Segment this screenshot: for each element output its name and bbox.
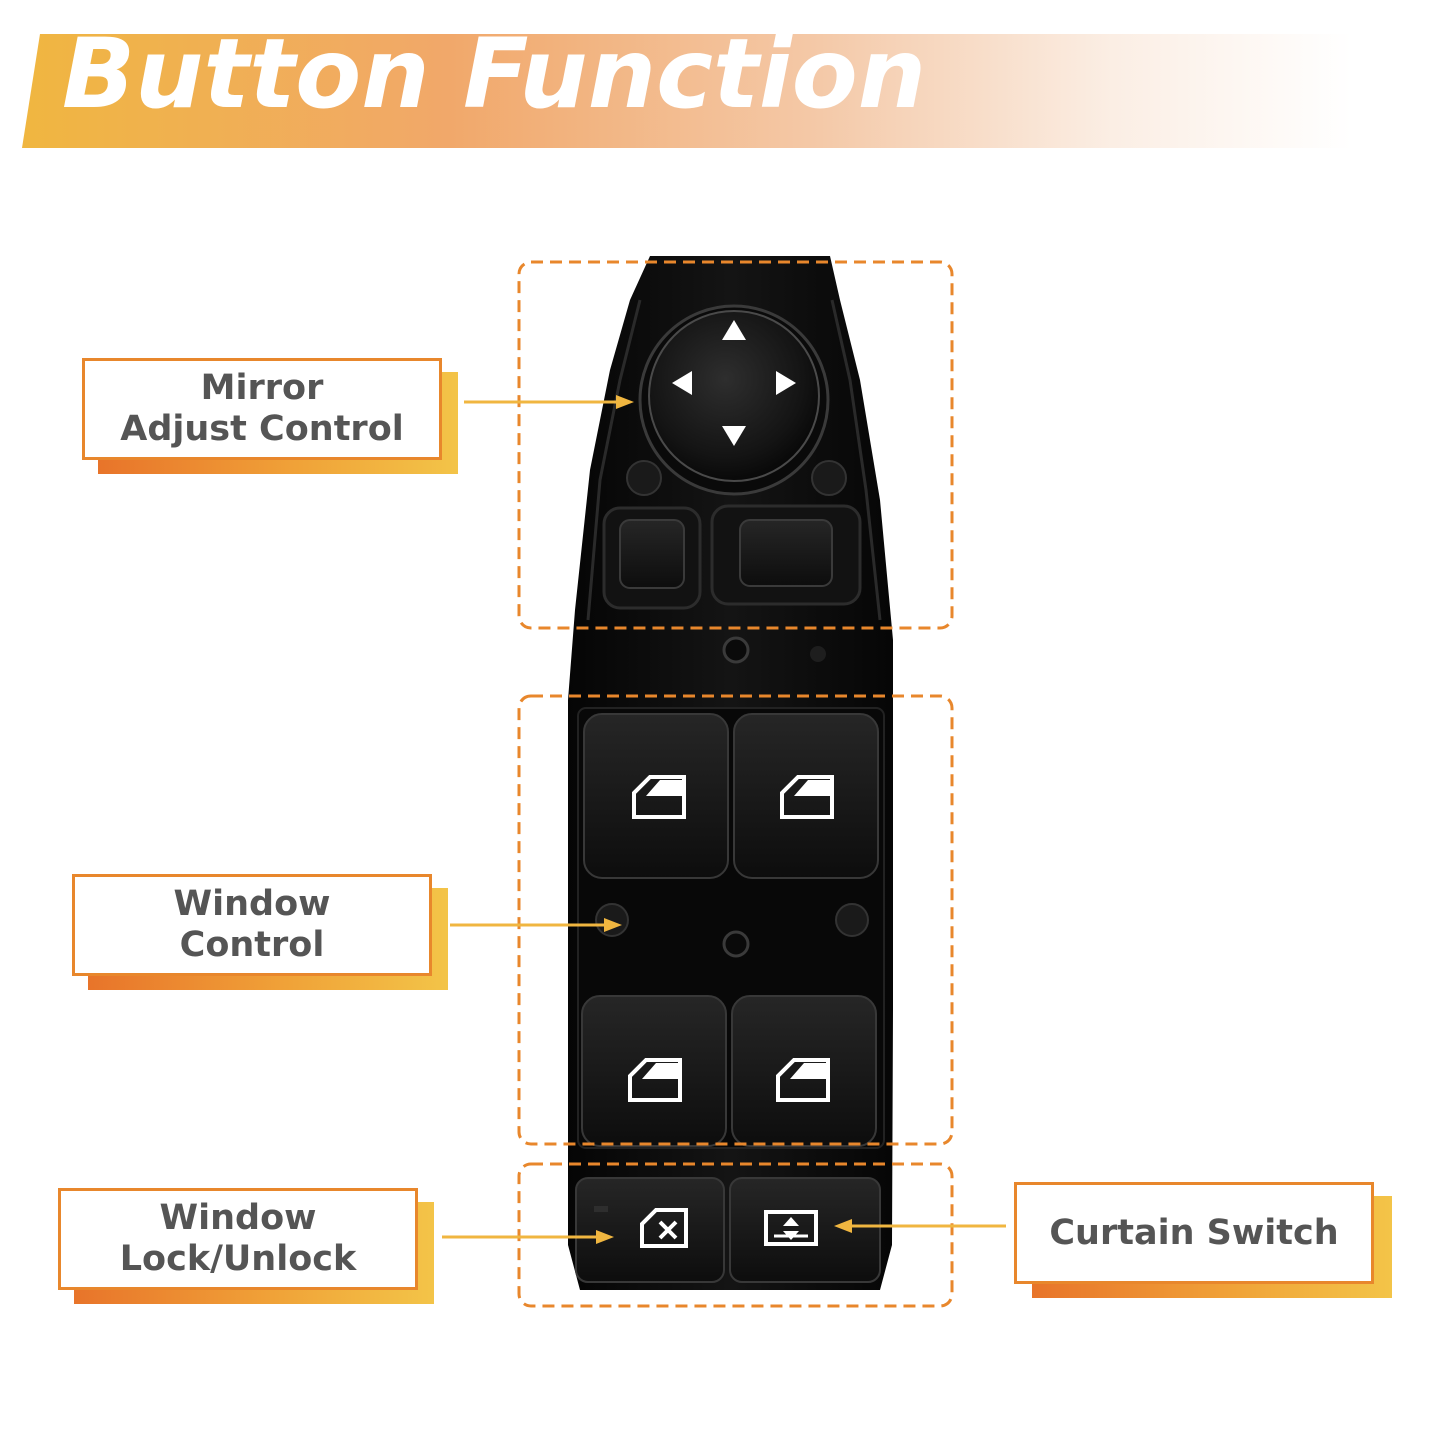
- label-text: Curtain Switch: [1049, 1212, 1339, 1253]
- label-box: Curtain Switch: [1014, 1182, 1374, 1284]
- arrow-down-icon: [722, 426, 746, 446]
- curtain-leader-arrow: [834, 1219, 1006, 1233]
- label-curtain-switch: Curtain Switch: [1014, 1182, 1392, 1298]
- label-window-control: Window Control: [72, 874, 448, 990]
- mirror-select-left-button: [619, 519, 685, 589]
- mirror-select-right-button: [739, 519, 833, 587]
- label-mirror-adjust-control: Mirror Adjust Control: [82, 358, 458, 474]
- window-lock-button: [575, 1177, 725, 1283]
- lock-callout-outline: [517, 1162, 954, 1308]
- label-box: Window Lock/Unlock: [58, 1188, 418, 1290]
- label-window-lock-unlock: Window Lock/Unlock: [58, 1188, 434, 1304]
- window-leader-arrow: [450, 918, 622, 932]
- mirror-leader-arrow: [464, 395, 634, 409]
- body-edge-right: [830, 299, 882, 621]
- label-text: Mirror Adjust Control: [120, 368, 404, 449]
- indicator-dot-right: [811, 460, 847, 496]
- arrow-right-icon: [776, 371, 796, 395]
- page-title: Button Function: [62, 18, 927, 130]
- mirror-callout-outline: [517, 260, 954, 630]
- lock-leader-arrow: [442, 1230, 614, 1244]
- label-text: Window Lock/Unlock: [119, 1198, 357, 1279]
- window-icon: [628, 1058, 682, 1102]
- mirror-knob: [648, 310, 820, 482]
- indicator-dot-mid-left: [595, 903, 629, 937]
- window-switch-rear-left: [581, 995, 727, 1147]
- label-box: Window Control: [72, 874, 432, 976]
- window-switch-front-right: [733, 713, 879, 879]
- window-callout-outline: [517, 694, 954, 1146]
- window-icon: [776, 1058, 830, 1102]
- screw-mid: [722, 930, 750, 958]
- window-icon: [632, 775, 686, 819]
- indicator-dot-left: [626, 460, 662, 496]
- body-edge-left: [586, 299, 642, 621]
- lock-led: [594, 1206, 608, 1212]
- indicator-dot-mid-right: [835, 903, 869, 937]
- window-icon: [780, 775, 834, 819]
- screw-top-right: [810, 646, 826, 662]
- window-lock-icon: [640, 1208, 688, 1248]
- arrow-left-icon: [672, 371, 692, 395]
- title-banner: [22, 34, 1352, 148]
- window-switch-front-left: [583, 713, 729, 879]
- curtain-icon: [764, 1210, 818, 1246]
- arrow-up-icon: [722, 320, 746, 340]
- window-switch-rear-right: [731, 995, 877, 1147]
- screw-top: [722, 636, 750, 664]
- label-box: Mirror Adjust Control: [82, 358, 442, 460]
- label-text: Window Control: [173, 884, 331, 965]
- curtain-switch-button: [729, 1177, 881, 1283]
